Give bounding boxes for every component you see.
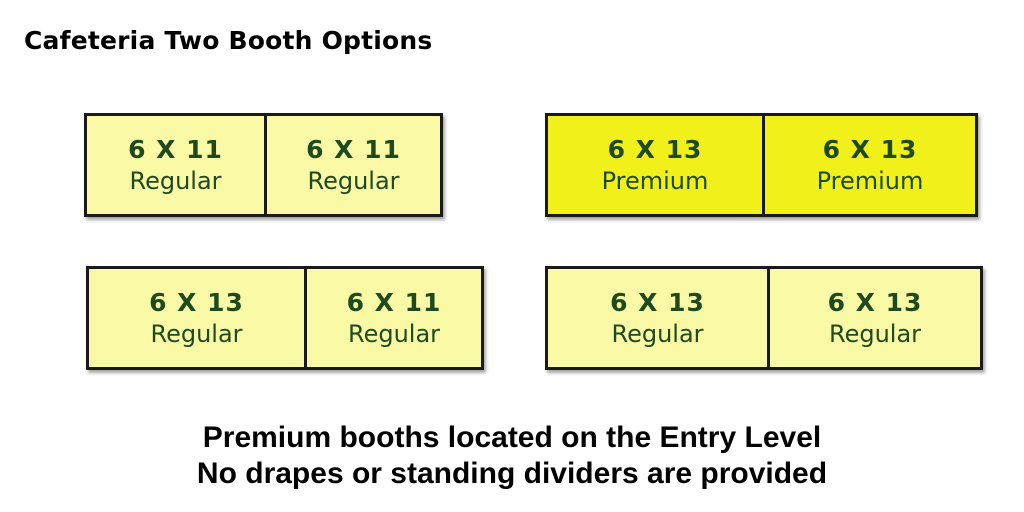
booth-type: Regular xyxy=(129,167,222,195)
booth: 6 X 13 Regular xyxy=(548,269,767,367)
booth-size: 6 X 11 xyxy=(306,135,401,164)
booth-size: 6 X 11 xyxy=(128,135,223,164)
booth: 6 X 13 Premium xyxy=(762,116,975,214)
booth-type: Premium xyxy=(601,167,709,195)
booth: 6 X 11 Regular xyxy=(304,269,481,367)
footer-note-line-1: Premium booths located on the Entry Leve… xyxy=(202,421,822,454)
booth-pair-bottom-right: 6 X 13 Regular 6 X 13 Regular xyxy=(545,266,983,370)
booth: 6 X 11 Regular xyxy=(264,116,440,214)
booth-type: Regular xyxy=(307,167,400,195)
booth-size: 6 X 13 xyxy=(610,288,705,317)
booth-size: 6 X 13 xyxy=(827,288,923,317)
booth: 6 X 13 Regular xyxy=(89,269,304,367)
booth-pair-top-left: 6 X 11 Regular 6 X 11 Regular xyxy=(84,113,443,217)
booth-size: 6 X 13 xyxy=(607,135,703,164)
booth: 6 X 13 Premium xyxy=(548,116,762,214)
booth-size: 6 X 11 xyxy=(346,288,442,317)
booth-size: 6 X 13 xyxy=(822,135,918,164)
booth-type: Premium xyxy=(816,167,924,195)
booth: 6 X 13 Regular xyxy=(767,269,980,367)
page-title: Cafeteria Two Booth Options xyxy=(24,26,433,55)
booth-size: 6 X 13 xyxy=(149,288,244,317)
booth-pair-bottom-left: 6 X 13 Regular 6 X 11 Regular xyxy=(86,266,484,370)
booth-type: Regular xyxy=(828,320,922,348)
booth-type: Regular xyxy=(611,320,704,348)
booth-type: Regular xyxy=(150,320,243,348)
booth-pair-top-right: 6 X 13 Premium 6 X 13 Premium xyxy=(545,113,978,217)
footer-note-line-2: No drapes or standing dividers are provi… xyxy=(196,457,828,490)
booth: 6 X 11 Regular xyxy=(87,116,264,214)
booth-type: Regular xyxy=(347,320,441,348)
